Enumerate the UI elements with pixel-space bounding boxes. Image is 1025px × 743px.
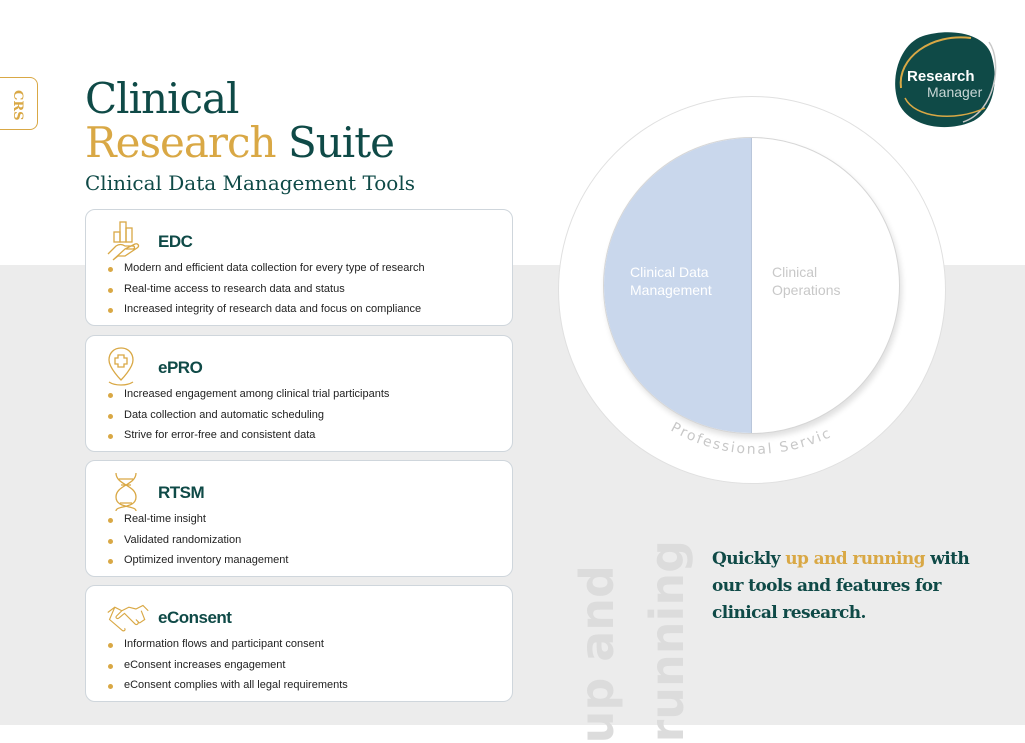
card-title: RTSM [158, 483, 205, 502]
subtitle: Clinical Data Management Tools [85, 171, 415, 195]
tagline-pre: Quickly [712, 549, 781, 569]
card-title: ePRO [158, 358, 203, 377]
list-item: Data collection and automatic scheduling [108, 409, 389, 430]
list-item: Validated randomization [108, 534, 288, 555]
handshake-icon [107, 604, 149, 632]
clinical-data-management-label: Clinical Data Management [630, 264, 712, 298]
title-line1: Clinical [85, 74, 239, 123]
list-item: eConsent increases engagement [108, 659, 348, 680]
clinical-operations-label: Clinical Operations [772, 264, 841, 298]
professional-services-label: Professional Services [620, 400, 835, 458]
inner-circle: Clinical Data Management Clinical Operat… [603, 137, 900, 434]
card-title: eConsent [158, 608, 232, 627]
side-tab: CRS [0, 77, 38, 130]
list-item: Real-time access to research data and st… [108, 283, 425, 304]
list-item: Real-time insight [108, 513, 288, 534]
tagline: Quickly up and running with our tools an… [712, 546, 1002, 627]
side-tab-label: CRS [10, 90, 25, 121]
card-econsent: eConsent Information flows and participa… [85, 585, 513, 702]
vertical-text-running: running [640, 540, 694, 743]
title-rest: Suite [287, 118, 395, 167]
tagline-post: with our tools and features for clinical… [712, 549, 970, 623]
title-line2: Research Suite [85, 118, 395, 167]
research-manager-logo: Research Manager [893, 28, 1003, 130]
svg-text:Manager: Manager [927, 84, 983, 100]
tagline-highlight: up and running [785, 549, 925, 569]
card-edc: EDC Modern and efficient data collection… [85, 209, 513, 326]
card-epro: ePRO Increased engagement among clinical… [85, 335, 513, 452]
list-item: Optimized inventory management [108, 554, 288, 575]
list-item: Increased integrity of research data and… [108, 303, 425, 324]
svg-text:Professional Services: Professional Services [620, 400, 835, 458]
list-item: Increased engagement among clinical tria… [108, 388, 389, 409]
list-item: Modern and efficient data collection for… [108, 262, 425, 283]
svg-text:Research: Research [907, 68, 975, 85]
dna-icon [115, 472, 137, 512]
card-title: EDC [158, 232, 193, 251]
location-plus-icon [108, 347, 134, 386]
hand-chart-icon [107, 221, 140, 261]
clinical-data-management-half [604, 138, 752, 433]
list-item: eConsent complies with all legal require… [108, 679, 348, 700]
list-item: Information flows and participant consen… [108, 638, 348, 659]
list-item: Strive for error-free and consistent dat… [108, 429, 389, 450]
title-gold: Research [85, 118, 277, 167]
vertical-text-up-and: up and [570, 565, 624, 743]
